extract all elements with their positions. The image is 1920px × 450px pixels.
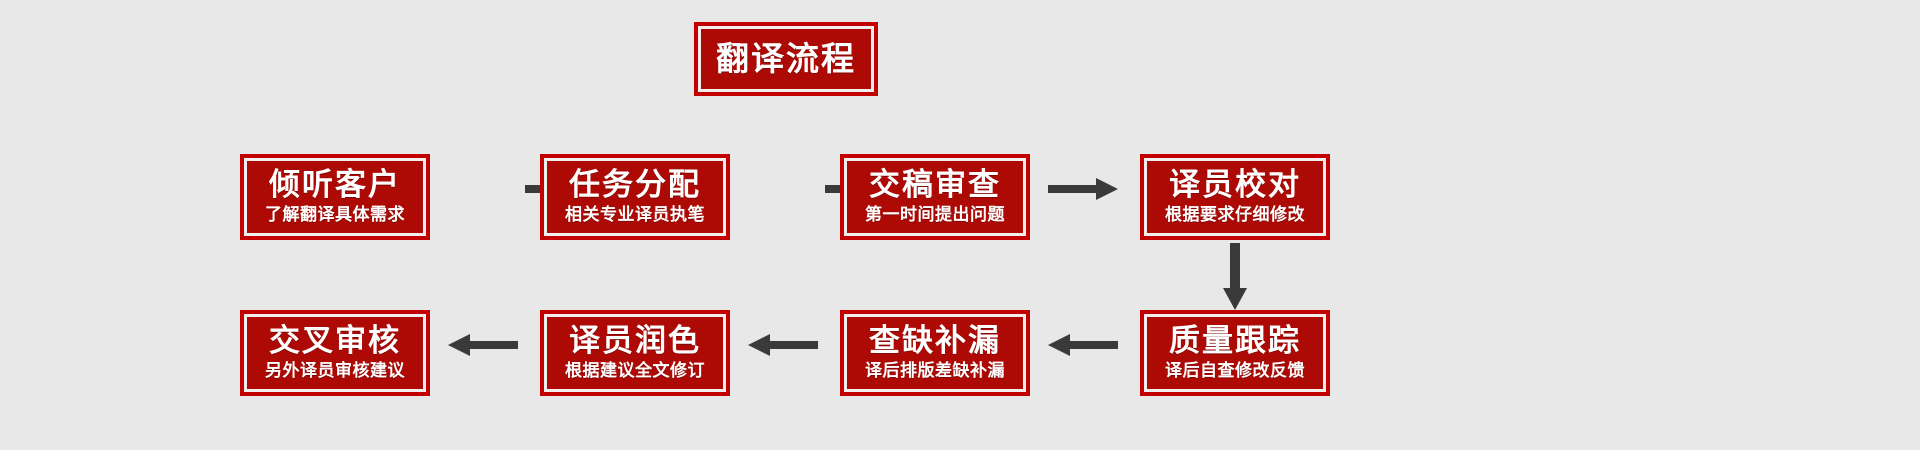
step-title: 交叉审核 — [269, 322, 401, 359]
step-subtitle: 了解翻译具体需求 — [265, 205, 405, 226]
step-title: 任务分配 — [569, 166, 701, 203]
step-box-submission-review[interactable]: 交稿审查 第一时间提出问题 — [840, 154, 1030, 240]
arrow-row2-step3-to-step2 — [748, 332, 818, 358]
step-box-task-assignment[interactable]: 任务分配 相关专业译员执笔 — [540, 154, 730, 240]
step-box-listen-to-client[interactable]: 倾听客户 了解翻译具体需求 — [240, 154, 430, 240]
arrow-row1-to-row2 — [1222, 243, 1248, 310]
arrow-row2-step4-to-step3 — [1048, 332, 1118, 358]
step-subtitle: 另外译员审核建议 — [265, 361, 405, 382]
step-title: 译员润色 — [569, 322, 701, 359]
step-title: 倾听客户 — [269, 166, 401, 203]
step-title: 译员校对 — [1169, 166, 1301, 203]
step-subtitle: 译后排版差缺补漏 — [865, 361, 1005, 382]
step-subtitle: 译后自查修改反馈 — [1165, 361, 1305, 382]
step-box-translator-proofreading[interactable]: 译员校对 根据要求仔细修改 — [1140, 154, 1330, 240]
step-subtitle: 根据要求仔细修改 — [1165, 205, 1305, 226]
arrow-row2-step2-to-step1 — [448, 332, 518, 358]
step-title: 交稿审查 — [869, 166, 1001, 203]
step-box-translator-polishing[interactable]: 译员润色 根据建议全文修订 — [540, 310, 730, 396]
arrow-row1-step3-to-step4 — [1048, 176, 1118, 202]
step-subtitle: 第一时间提出问题 — [865, 205, 1005, 226]
step-title: 质量跟踪 — [1169, 322, 1301, 359]
step-box-quality-tracking[interactable]: 质量跟踪 译后自查修改反馈 — [1140, 310, 1330, 396]
step-title: 查缺补漏 — [869, 322, 1001, 359]
step-box-check-for-gaps[interactable]: 查缺补漏 译后排版差缺补漏 — [840, 310, 1030, 396]
flowchart-title-text: 翻译流程 — [716, 38, 856, 78]
step-box-cross-review[interactable]: 交叉审核 另外译员审核建议 — [240, 310, 430, 396]
flowchart-title-box: 翻译流程 — [694, 22, 878, 96]
step-subtitle: 相关专业译员执笔 — [565, 205, 705, 226]
step-subtitle: 根据建议全文修订 — [565, 361, 705, 382]
